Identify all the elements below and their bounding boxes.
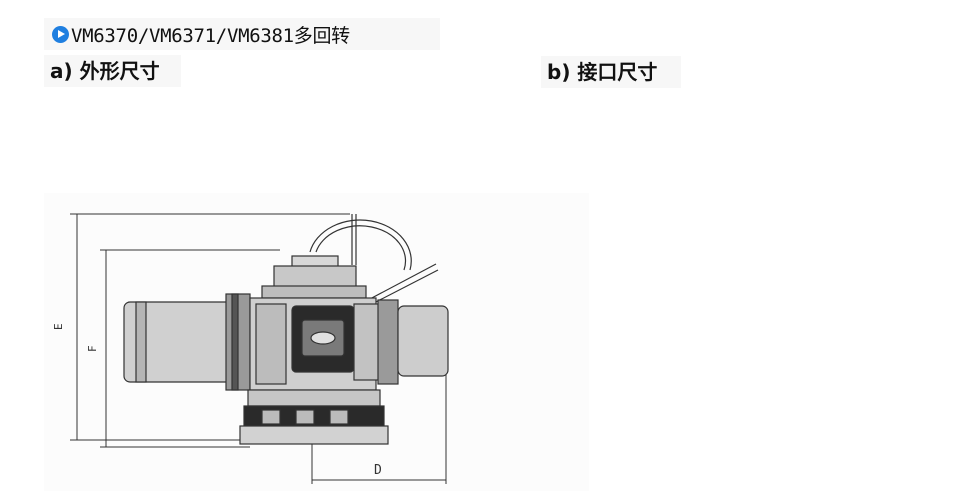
top-dome [261, 255, 367, 299]
motor-left [123, 293, 251, 391]
handwheel [309, 214, 439, 305]
title-bar: VM6370/VM6371/VM6381多回转 [44, 18, 440, 50]
dim-label-f: F [86, 345, 99, 352]
control-module-right [353, 299, 449, 385]
dim-label-e: E [52, 323, 65, 330]
page-title: VM6370/VM6371/VM6381多回转 [71, 24, 350, 47]
section-label-interface-dimensions: b) 接口尺寸 [541, 56, 681, 88]
dim-label-d: D [374, 463, 382, 478]
section-label-outline-dimensions: a) 外形尺寸 [44, 55, 181, 87]
base-flange [239, 389, 389, 445]
play-circle-icon [52, 25, 69, 43]
